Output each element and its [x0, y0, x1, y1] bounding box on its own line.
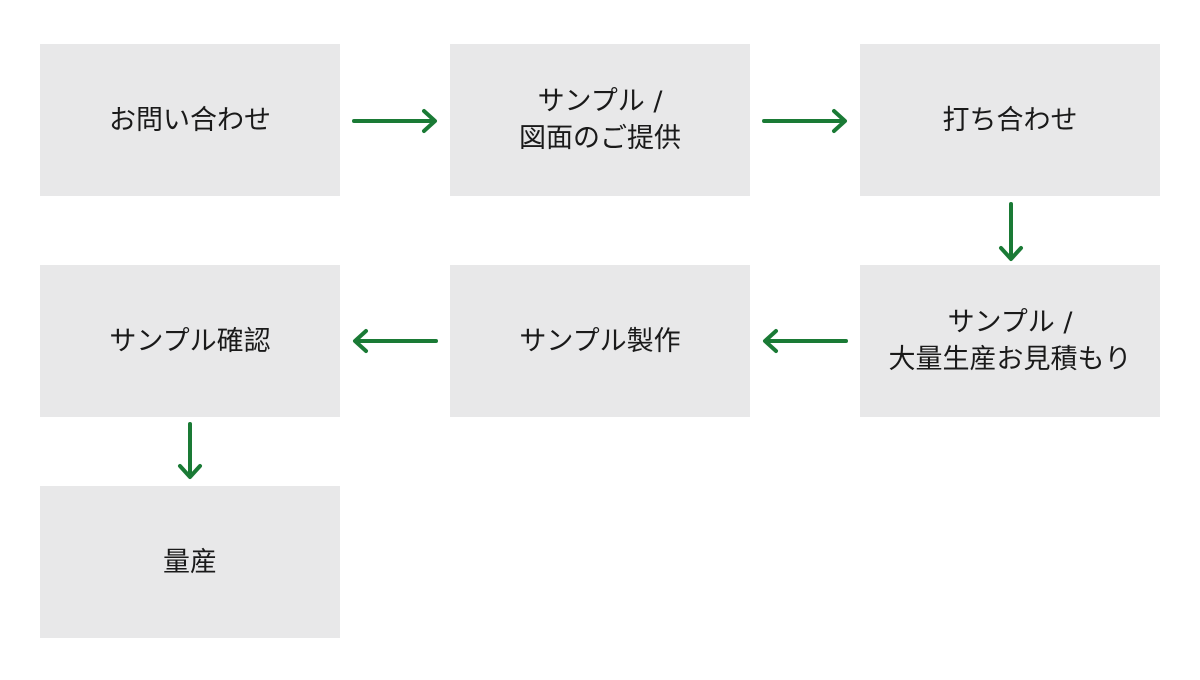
arrow-right-svg: [352, 109, 437, 133]
step-label-mass-production: 量産: [163, 546, 217, 578]
arrow-right-svg: [762, 109, 847, 133]
step-label-inquiry: お問い合わせ: [109, 104, 271, 136]
step-label-meeting: 打ち合わせ: [942, 104, 1078, 136]
step-label-sample-production: サンプル製作: [519, 325, 681, 357]
arrow-down-icon: [998, 202, 1024, 264]
step-sample-drawing-provision: サンプル / 図面のご提供: [450, 44, 750, 196]
step-inquiry: お問い合わせ: [40, 44, 340, 196]
arrow-left-icon: [760, 328, 848, 354]
step-sample-confirmation: サンプル確認: [40, 265, 340, 417]
arrow-left-svg: [353, 329, 438, 353]
arrow-down-svg: [999, 202, 1023, 261]
arrow-down-icon: [177, 422, 203, 482]
arrow-left-icon: [350, 328, 438, 354]
step-label-estimate: サンプル / 大量生産お見積もり: [888, 307, 1132, 375]
arrow-right-icon: [762, 108, 850, 134]
step-meeting: 打ち合わせ: [860, 44, 1160, 196]
arrow-right-icon: [352, 108, 440, 134]
arrow-left-svg: [763, 329, 848, 353]
step-estimate: サンプル / 大量生産お見積もり: [860, 265, 1160, 417]
step-label-sample-drawing-provision: サンプル / 図面のご提供: [519, 86, 681, 154]
step-label-sample-confirmation: サンプル確認: [109, 325, 271, 357]
arrow-down-svg: [178, 422, 202, 479]
step-sample-production: サンプル製作: [450, 265, 750, 417]
step-mass-production: 量産: [40, 486, 340, 638]
